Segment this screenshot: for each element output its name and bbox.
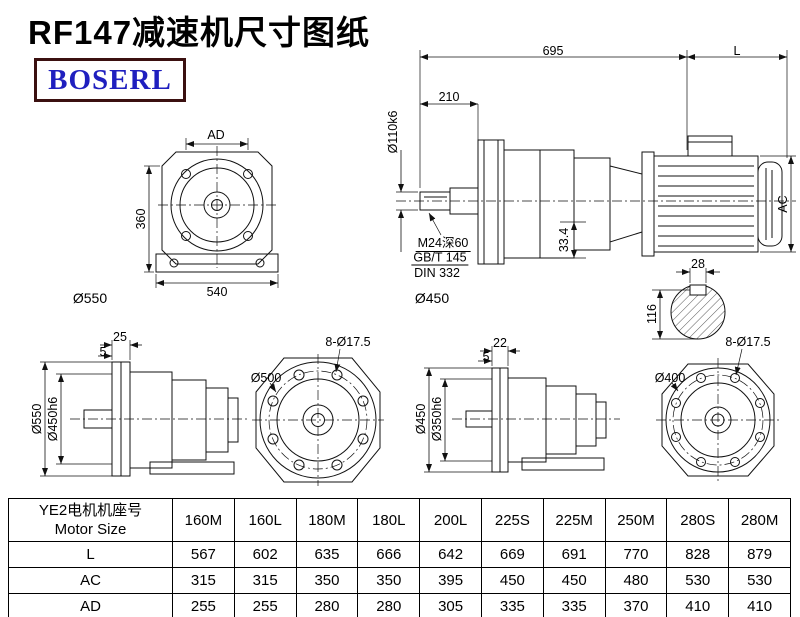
flange-right-dim-22-label: 22: [493, 336, 507, 350]
table-col-header-250m: 250M: [604, 498, 668, 542]
motor-size-table: YE2电机机座号 Motor Size 160M 160L 180M 180L …: [8, 498, 791, 617]
table-cell: 691: [542, 541, 606, 568]
table-row-label-ad: AD: [8, 593, 173, 617]
table-cell: 335: [480, 593, 544, 617]
table-cell: 666: [357, 541, 421, 568]
flange-450-label: Ø450: [414, 290, 450, 306]
table-col-header-225m: 225M: [542, 498, 606, 542]
boserl-logo-text: BOSERL: [48, 63, 172, 96]
table-header-motor-size: YE2电机机座号 Motor Size: [8, 498, 173, 542]
table-cell: 395: [419, 567, 482, 594]
table-cell: 315: [233, 567, 297, 594]
table-cell: 879: [728, 541, 791, 568]
dim-ad-label: AD: [207, 128, 225, 142]
tap-hole-spec-line2: GB/T 145: [411, 250, 469, 266]
table-cell: 335: [542, 593, 606, 617]
table-cell: 602: [233, 541, 297, 568]
table-header-en: Motor Size: [54, 521, 127, 538]
flange-right-front-view: [656, 348, 780, 482]
dim-ac-label: AC: [776, 195, 790, 213]
dim-l-label: L: [733, 44, 741, 58]
table-row-label-l: L: [8, 541, 173, 568]
page-title: RF147减速机尺寸图纸: [28, 14, 371, 51]
table-cell: 315: [172, 567, 235, 594]
table-cell: 530: [728, 567, 791, 594]
table-cell: 305: [419, 593, 482, 617]
table-cell: 255: [172, 593, 235, 617]
table-cell: 370: [604, 593, 668, 617]
flange-left-holes-label: 8-Ø17.5: [325, 335, 371, 349]
dim-28-label: 28: [691, 257, 705, 271]
front-view: [144, 138, 279, 288]
flange-left-spigot-label: Ø450h6: [46, 396, 60, 442]
side-view: [396, 135, 796, 265]
table-cell: 280: [357, 593, 421, 617]
table-cell: 280: [295, 593, 359, 617]
table-cell: 635: [295, 541, 359, 568]
table-cell: 530: [666, 567, 730, 594]
table-cell: 350: [295, 567, 359, 594]
flange-left-bolt-circle-label: Ø500: [250, 371, 282, 385]
dim-360-label: 360: [134, 208, 148, 230]
table-cell: 350: [357, 567, 421, 594]
table-col-header-180l: 180L: [357, 498, 421, 542]
tap-hole-spec-line3: DIN 332: [414, 266, 460, 280]
table-col-header-160l: 160L: [233, 498, 297, 542]
flange-left-dim-5-label: 5: [99, 345, 107, 359]
side-view-dimensions: [396, 50, 796, 259]
table-row-label-ac: AC: [8, 567, 173, 594]
table-cell: 450: [542, 567, 606, 594]
table-cell: 410: [728, 593, 791, 617]
dim-695-label: 695: [542, 44, 564, 58]
table-row-ad: AD 255 255 280 280 305 335 335 370 410 4…: [8, 593, 791, 617]
dim-33-4-label: 33.4: [557, 227, 571, 253]
table-cell: 410: [666, 593, 730, 617]
flange-right-od-label: Ø450: [414, 403, 428, 435]
table-cell: 480: [604, 567, 668, 594]
table-col-header-160m: 160M: [172, 498, 235, 542]
table-col-header-225s: 225S: [480, 498, 544, 542]
flange-left-od-label: Ø550: [30, 403, 44, 435]
tap-hole-spec-line1: M24深60: [415, 232, 471, 252]
flange-right-holes-label: 8-Ø17.5: [725, 335, 771, 349]
flange-right-bolt-circle-label: Ø400: [654, 371, 686, 385]
flange-left-dim-25-label: 25: [113, 330, 127, 344]
table-cell: 642: [419, 541, 482, 568]
table-cell: 567: [172, 541, 235, 568]
flange-right-dim-5-label: 5: [482, 350, 490, 364]
table-header-cn: YE2电机机座号: [38, 501, 143, 519]
flange-right-spigot-label: Ø350h6: [430, 396, 444, 442]
flange-right-side-view: [424, 346, 620, 473]
diameter-550-label: Ø550: [72, 290, 108, 306]
dim-210-label: 210: [438, 90, 460, 104]
table-col-header-200l: 200L: [419, 498, 482, 542]
flange-left-side-view: [40, 340, 248, 477]
table-row-ac: AC 315 315 350 350 395 450 450 480 530 5…: [8, 567, 791, 594]
dim-shaft-diameter-label: Ø110k6: [386, 110, 400, 154]
table-row-l: L 567 602 635 666 642 669 691 770 828 87…: [8, 541, 791, 568]
table-cell: 255: [233, 593, 297, 617]
shaft-section-view: [652, 268, 726, 340]
table-col-header-280m: 280M: [728, 498, 791, 542]
boserl-logo: BOSERL: [34, 58, 186, 102]
dim-540-label: 540: [206, 285, 228, 299]
table-cell: 669: [480, 541, 544, 568]
table-col-header-180m: 180M: [295, 498, 359, 542]
table-cell: 450: [480, 567, 544, 594]
dim-116-label: 116: [645, 304, 659, 324]
table-cell: 828: [666, 541, 730, 568]
table-col-header-280s: 280S: [666, 498, 730, 542]
table-cell: 770: [604, 541, 668, 568]
flange-left-front-view: [252, 348, 384, 486]
